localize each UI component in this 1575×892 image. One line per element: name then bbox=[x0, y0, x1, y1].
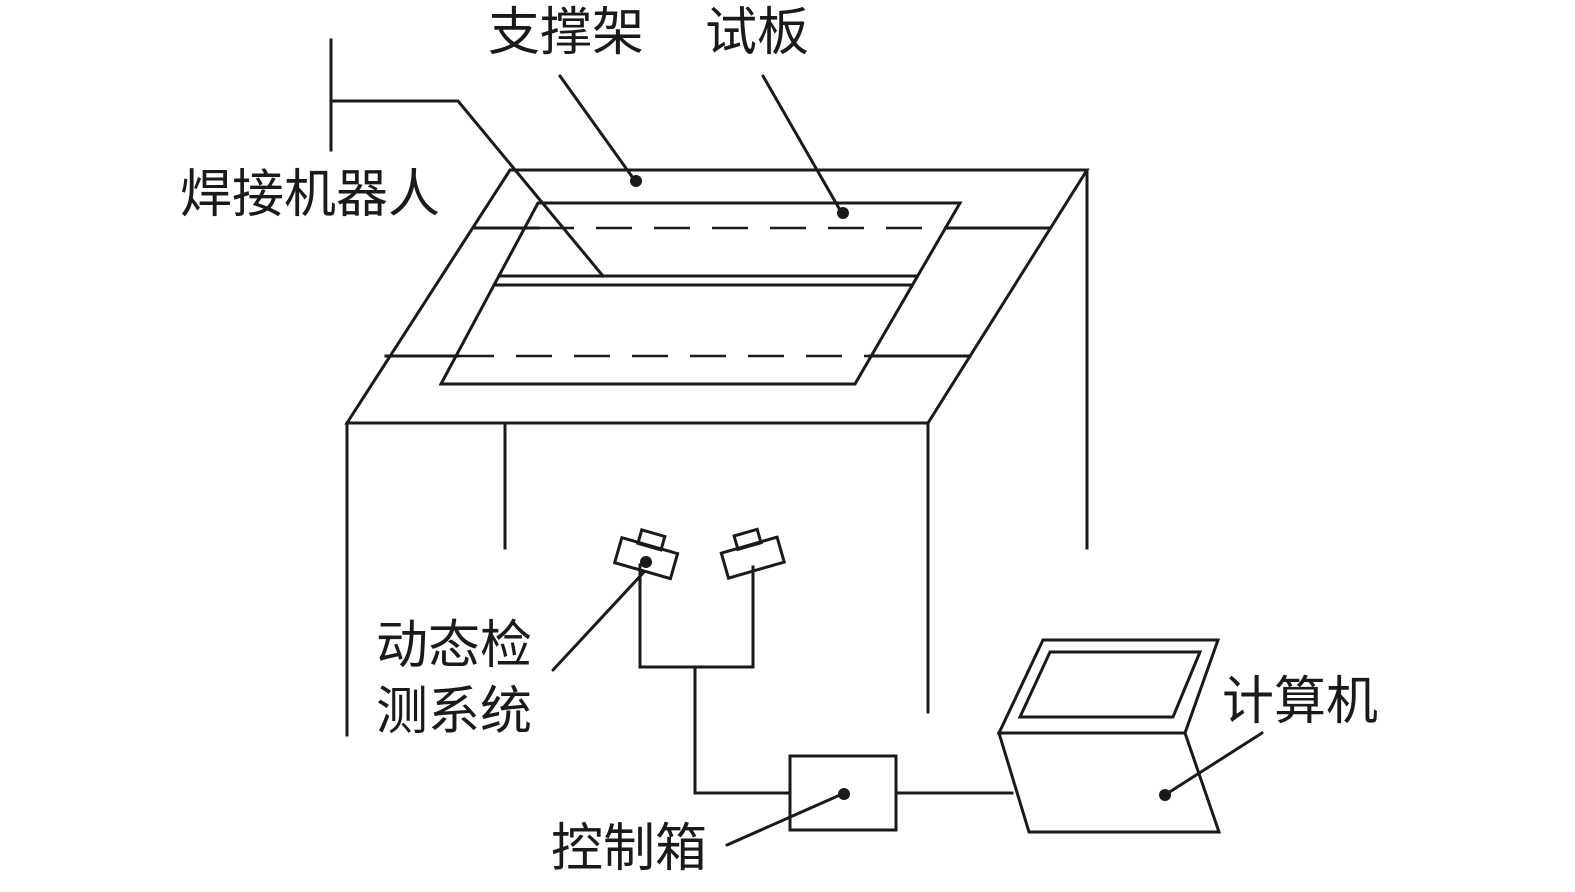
robot-arm bbox=[329, 99, 606, 279]
dot-support-frame bbox=[630, 175, 642, 187]
test-plate bbox=[438, 201, 963, 386]
label-support-frame: 支撑架 bbox=[488, 3, 644, 63]
camera-right bbox=[719, 527, 787, 580]
label-detection-system-line1: 动态检 bbox=[376, 616, 532, 676]
detection-cameras bbox=[612, 527, 792, 795]
leader-lines bbox=[551, 74, 1264, 847]
dot-detection-system bbox=[640, 556, 652, 568]
leader-control-box bbox=[725, 793, 842, 847]
label-detection-system-line2: 测系统 bbox=[376, 682, 532, 742]
support-frame bbox=[344, 168, 1090, 737]
leader-computer bbox=[1166, 731, 1264, 795]
test-plate-outline bbox=[438, 201, 963, 386]
camera-to-controlbox-wire bbox=[693, 665, 792, 795]
label-welding-robot: 焊接机器人 bbox=[180, 165, 440, 225]
label-computer: 计算机 bbox=[1222, 672, 1378, 732]
leader-detection-system bbox=[551, 570, 646, 672]
computer bbox=[996, 638, 1222, 834]
camera-wiring bbox=[638, 563, 755, 669]
camera-left-lens bbox=[636, 528, 667, 552]
camera-right-lens bbox=[732, 527, 763, 552]
camera-left bbox=[612, 528, 680, 581]
welding-robot bbox=[329, 38, 606, 279]
label-test-plate: 试板 bbox=[705, 3, 809, 63]
dot-test-plate bbox=[837, 207, 849, 219]
labels: 支撑架 试板 焊接机器人 动态检 测系统 计算机 控制箱 bbox=[180, 3, 1378, 879]
computer-body bbox=[996, 731, 1222, 834]
leader-support-frame bbox=[558, 74, 635, 180]
control-box bbox=[788, 754, 1014, 832]
leader-test-plate bbox=[761, 74, 842, 212]
label-control-box: 控制箱 bbox=[551, 819, 707, 879]
computer-screen bbox=[1017, 650, 1203, 719]
dot-computer bbox=[1159, 789, 1171, 801]
dot-control-box bbox=[838, 788, 850, 800]
